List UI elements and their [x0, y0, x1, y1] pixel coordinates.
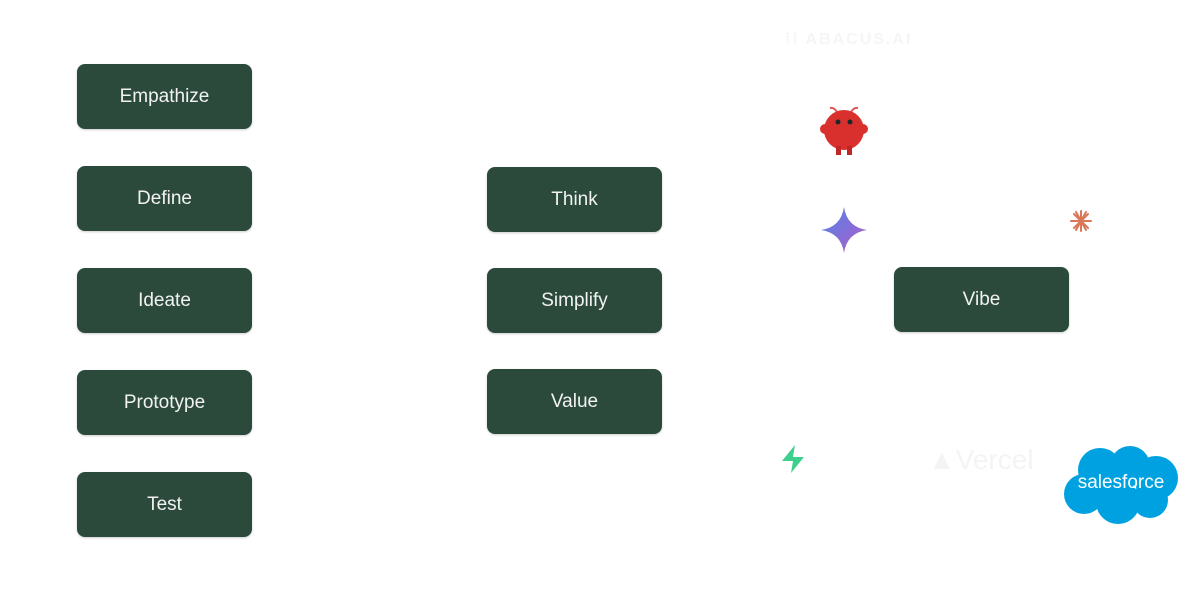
- salesforce-logo: salesforce: [1064, 446, 1178, 524]
- box-vibe[interactable]: Vibe: [894, 267, 1069, 332]
- label: Think: [551, 188, 598, 210]
- label: Vibe: [962, 288, 1001, 310]
- label: Prototype: [123, 391, 206, 413]
- box-value[interactable]: Value: [487, 369, 662, 434]
- box-define[interactable]: Define: [77, 166, 252, 231]
- box-ideate[interactable]: Ideate: [77, 268, 252, 333]
- box-prototype[interactable]: Prototype: [77, 370, 252, 435]
- vercel-logo: ▲Vercel: [928, 444, 1034, 475]
- box-test[interactable]: Test: [77, 472, 252, 537]
- abacus-logo: ⁞⁞ ABACUS.AI: [785, 31, 913, 48]
- gemini-sparkle-icon: [821, 207, 867, 253]
- svg-text:salesforce: salesforce: [1078, 472, 1165, 493]
- label: Value: [550, 390, 599, 412]
- label: Test: [147, 493, 182, 515]
- label: Simplify: [541, 289, 608, 311]
- mascot-icon: [820, 106, 868, 155]
- box-empathize[interactable]: Empathize: [77, 64, 252, 129]
- label: Empathize: [119, 85, 210, 107]
- label: Ideate: [138, 289, 191, 311]
- label: Define: [137, 187, 192, 209]
- box-simplify[interactable]: Simplify: [487, 268, 662, 333]
- supabase-bolt-icon: [782, 445, 804, 473]
- claude-asterisk-icon: [1070, 210, 1092, 232]
- box-think[interactable]: Think: [487, 167, 662, 232]
